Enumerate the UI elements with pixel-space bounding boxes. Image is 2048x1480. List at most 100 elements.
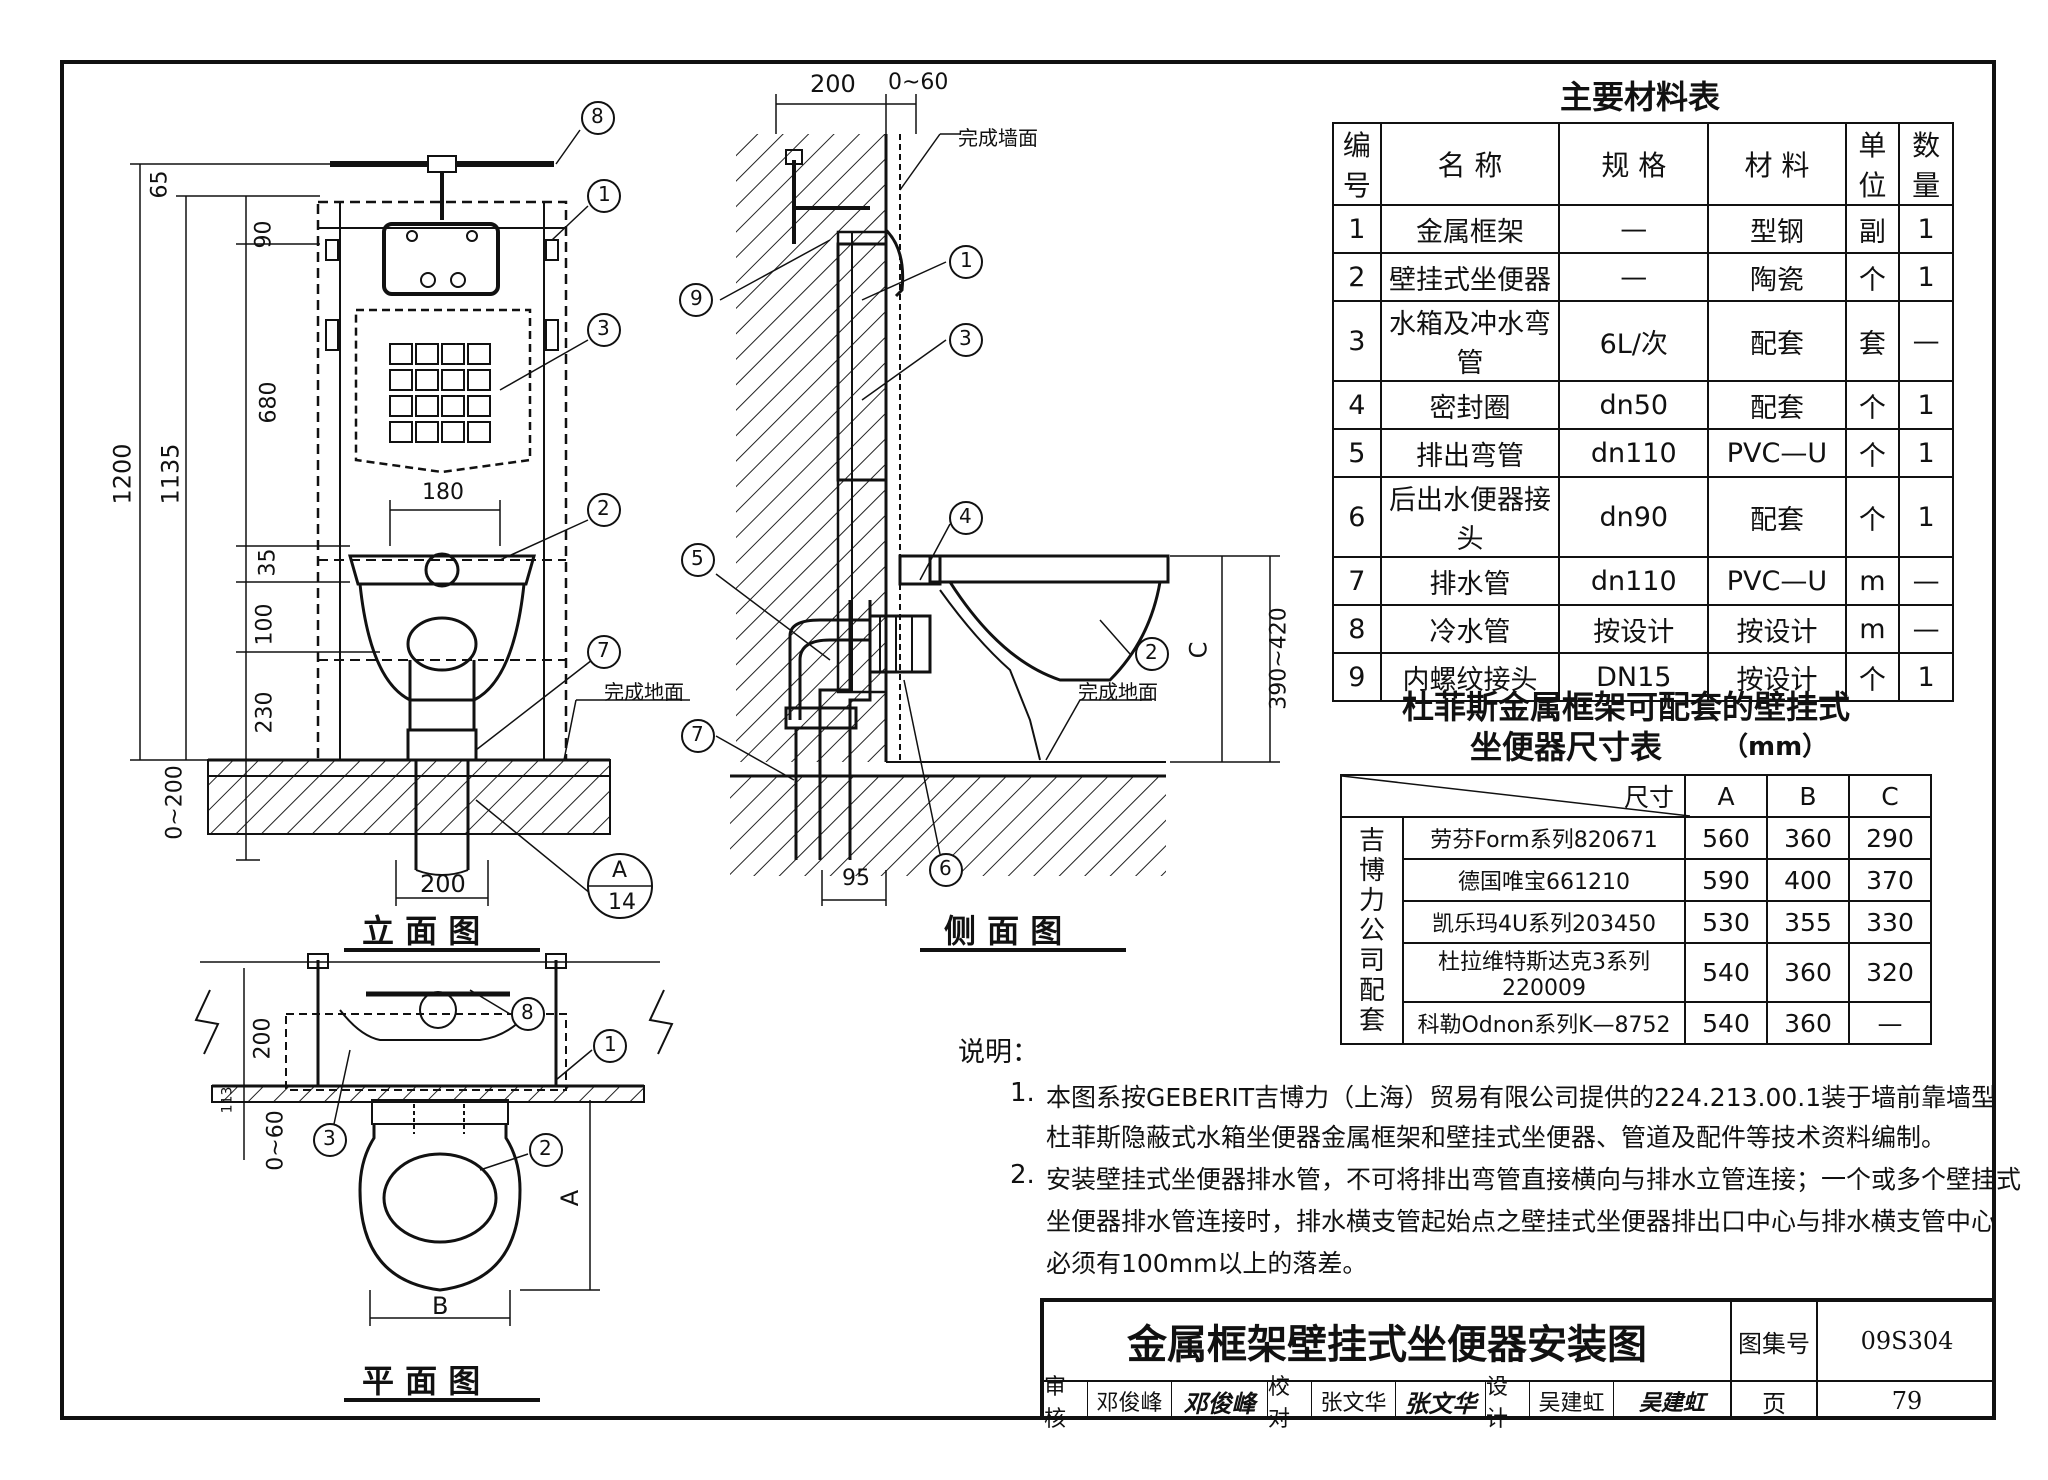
callout-6-side: 6 [939,856,952,880]
cell: 530 [1684,900,1768,944]
size-table-title-1: 杜菲斯金属框架可配套的壁挂式 [1402,688,1851,726]
dim-35: 35 [255,548,281,577]
cell: 科勒Odnon系列K—8752 [1402,1001,1686,1045]
cell: 370 [1848,858,1932,902]
callout-2-plan: 2 [539,1136,552,1160]
cell: 个 [1844,252,1901,302]
cell: 1 [1332,204,1382,254]
dim-65: 65 [147,170,173,199]
header-cell: 规 格 [1558,122,1710,206]
cell: 冷水管 [1379,604,1561,654]
note-1-line-2: 杜菲斯隐蔽式水箱坐便器金属框架和壁挂式坐便器、管道及配件等技术资料编制。 [1046,1123,1947,1152]
dim-200-plan: 200 [250,1017,276,1060]
dim-1200: 1200 [108,443,137,505]
dim-0-60-plan: 0~60 [263,1110,289,1171]
checker-name: 张文华 [1312,1382,1396,1420]
callout-2-elev: 2 [597,496,610,520]
cell: 4 [1332,380,1382,430]
size-corner-cell: 尺寸 [1340,774,1690,818]
cell: — [1558,252,1710,302]
floor-label-elev: 完成地面 [604,680,684,704]
note-2-line-3: 必须有100mm以上的落差。 [1046,1249,1368,1278]
callout-3-side: 3 [959,326,972,350]
cell: 金属框架 [1379,204,1561,254]
callout-7-side: 7 [691,722,704,746]
materials-title: 主要材料表 [1560,78,1721,116]
size-table-unit: （mm） [1722,732,1829,762]
plan-view [194,953,674,1402]
callout-5-side: 5 [691,546,704,570]
reviewer-signature: 邓俊峰 [1172,1382,1268,1420]
dim-0-60-side: 0~60 [888,70,949,95]
cell: — [1898,604,1954,654]
cell: dn90 [1558,476,1710,558]
note-1-line-1: 本图系按GEBERIT吉博力（上海）贸易有限公司提供的224.213.00.1装… [1046,1083,1997,1112]
header-cell: 材 料 [1707,122,1847,206]
cell: 7 [1332,556,1382,606]
dim-113-plan: 113 [219,1086,236,1114]
drawing-title: 金属框架壁挂式坐便器安装图 [1044,1302,1732,1382]
cell: 型钢 [1707,204,1847,254]
cell: 360 [1766,942,1850,1003]
cell: — [1558,204,1710,254]
cell: 400 [1766,858,1850,902]
atlas-number: 09S304 [1818,1302,1996,1382]
cell: 1 [1898,204,1954,254]
cell: — [1898,556,1954,606]
cell: 6 [1332,476,1382,558]
cell: 杜拉维特斯达克3系列220009 [1402,942,1686,1003]
cell: 个 [1844,652,1901,702]
cell: 540 [1684,1001,1768,1045]
dim-1135: 1135 [156,443,185,505]
page-label: 页 [1732,1382,1818,1420]
cell: 2 [1332,252,1382,302]
corner-diagonal [1342,776,1690,816]
elevation-view [130,129,690,952]
cell: dn110 [1558,428,1710,478]
callout-1-elev: 1 [598,182,611,206]
title-block: 金属框架壁挂式坐便器安装图 图集号 09S304 审核 邓俊峰 邓俊峰 校对 张… [1040,1298,1996,1432]
cell: 320 [1848,942,1932,1003]
size-group-label: 吉博力公司配套 [1340,816,1404,1045]
cell: 360 [1766,1001,1850,1045]
reviewer-name: 邓俊峰 [1088,1382,1172,1420]
cell: 355 [1766,900,1850,944]
design-label: 设计 [1486,1375,1530,1432]
cell: 个 [1844,380,1901,430]
wall-label: 完成墙面 [958,126,1038,150]
floor-label-side: 完成地面 [1078,680,1158,704]
cell: 配套 [1707,300,1847,382]
table-row: 凯乐玛4U系列203450 530 355 330 [1341,900,1932,944]
size-header-row: 尺寸 A B C [1340,774,1932,818]
cell: 按设计 [1558,604,1710,654]
dim-390-420: 390~420 [1266,607,1292,710]
notes-heading: 说明： [958,1037,1039,1068]
cell: dn110 [1558,556,1710,606]
header-cell: 编号 [1332,122,1382,206]
cell: dn50 [1558,380,1710,430]
cell: 后出水便器接头 [1379,476,1561,558]
side-view [715,94,1280,952]
callout-1-plan: 1 [604,1032,617,1056]
table-row: 科勒Odnon系列K—8752 540 360 — [1341,1001,1932,1045]
designer-signature: 吴建虹 [1614,1382,1732,1420]
cell: 内螺纹接头 [1379,652,1561,702]
cell: 290 [1848,816,1932,860]
cell: 副 [1844,204,1901,254]
header-cell: 名 称 [1379,122,1561,206]
cell: 5 [1332,428,1382,478]
detail-ref-top: A [612,858,628,883]
cell: 套 [1844,300,1901,382]
cell: — [1898,300,1954,382]
cell: m [1844,556,1901,606]
plan-title: 平 面 图 [362,1362,481,1400]
cell: 590 [1684,858,1768,902]
